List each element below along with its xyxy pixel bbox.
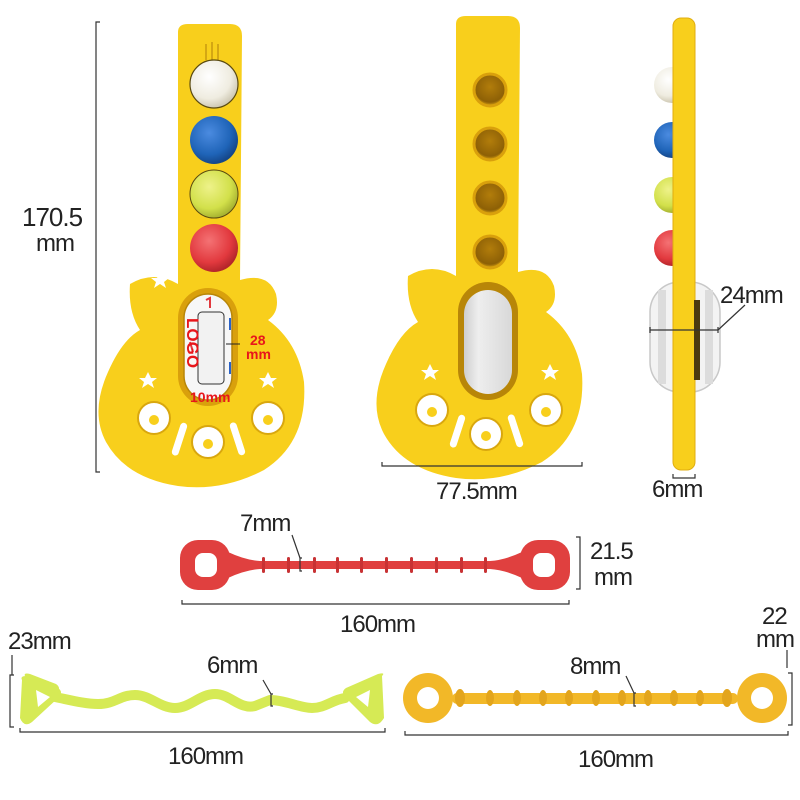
logo-height-unit: mm [246,346,271,362]
red-strap-height-label: 21.5 [590,538,634,565]
back-width-dimension [381,462,583,467]
side-dimensions [649,304,746,479]
lime-wave-strap [20,673,384,725]
lime-strap-length-label: 160mm [168,743,244,770]
lime-strap-dimensions [9,655,386,733]
yellow-strap-dimensions [404,650,793,736]
side-depth-label: 24mm [720,282,784,309]
side-thickness-label: 6mm [652,476,703,503]
red-strap-dimensions [181,534,581,605]
yellow-ring-strap [403,673,787,723]
logo-height-label: 28 [250,332,266,348]
lime-strap-thickness-label: 6mm [207,652,258,679]
red-strap-length-label: 160mm [340,611,416,638]
yellow-strap-length-label: 160mm [578,746,654,773]
lime-strap-height-label: 23mm [8,628,72,655]
logo-width-label: 10mm [190,389,231,405]
guitar-side-view [649,17,721,471]
red-strap-height-unit: mm [594,564,633,591]
back-width-label: 77.5mm [436,478,518,505]
red-strap-thickness-label: 7mm [240,510,291,537]
guitar-back-view [376,16,583,480]
guitar-front-view [98,24,305,488]
front-height-dimension [95,21,100,473]
front-height-unit: mm [36,230,75,257]
front-height-label: 170.5 [22,202,83,232]
red-strap [180,540,570,590]
yellow-strap-thickness-label: 8mm [570,653,621,680]
yellow-strap-height-label: 22 [762,603,788,630]
logo-placeholder-text: LOGO [183,318,202,369]
yellow-strap-height-unit: mm [756,626,795,653]
